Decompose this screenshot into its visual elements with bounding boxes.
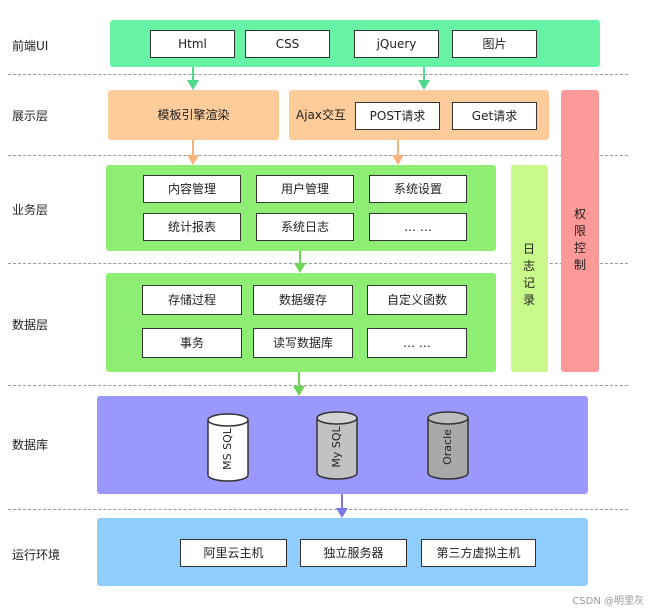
log-char: 录	[522, 293, 535, 307]
template-engine-panel	[108, 90, 279, 140]
log-char: 志	[522, 259, 535, 273]
frontend-images: 图片	[452, 30, 537, 58]
log-label: 日 志 记 录	[521, 241, 537, 309]
data-stored-procedure: 存储过程	[142, 285, 242, 315]
arrow-data-to-database	[293, 372, 305, 396]
arrow-frontend-to-template	[187, 67, 199, 90]
permission-label: 权 限 控 制	[572, 206, 588, 274]
separator-line	[8, 385, 628, 386]
frontend-html: Html	[150, 30, 235, 58]
business-more: … …	[369, 213, 467, 241]
runtime-third-party-vhost: 第三方虚拟主机	[421, 539, 536, 567]
row-label-database: 数据库	[12, 438, 49, 452]
template-engine-label: 模板引擎渲染	[157, 108, 230, 122]
log-char: 日	[522, 242, 535, 256]
row-label-data: 数据层	[12, 318, 49, 332]
post-request-box: POST请求	[355, 102, 440, 130]
row-label-business: 业务层	[12, 203, 49, 217]
business-system-settings: 系统设置	[369, 175, 467, 203]
data-read-write-db: 读写数据库	[253, 328, 353, 358]
get-request-box: Get请求	[452, 102, 537, 130]
arrow-database-to-runtime	[336, 494, 348, 518]
row-label-runtime: 运行环境	[12, 548, 61, 562]
watermark: CSDN @明里灰	[572, 596, 644, 607]
log-panel	[511, 165, 548, 372]
data-custom-function: 自定义函数	[367, 285, 467, 315]
runtime-aliyun-host: 阿里云主机	[180, 539, 287, 567]
permission-panel	[561, 90, 599, 372]
log-char: 记	[522, 276, 535, 290]
row-label-frontend: 前端UI	[12, 39, 49, 53]
database-panel	[97, 396, 588, 494]
separator-line	[8, 263, 628, 264]
ajax-label: Ajax交互	[296, 108, 346, 122]
permission-char: 控	[573, 241, 586, 255]
business-statistics-report: 统计报表	[143, 213, 241, 241]
frontend-jquery: jQuery	[354, 30, 439, 58]
runtime-dedicated-server: 独立服务器	[300, 539, 407, 567]
business-user-management: 用户管理	[256, 175, 354, 203]
permission-char: 限	[573, 224, 586, 238]
data-transaction: 事务	[142, 328, 242, 358]
row-label-presentation: 展示层	[12, 109, 49, 123]
separator-line	[8, 509, 628, 510]
arrow-ajax-to-business	[392, 140, 404, 165]
business-system-log: 系统日志	[256, 213, 354, 241]
permission-char: 权	[573, 207, 586, 221]
data-more: … …	[367, 328, 467, 358]
business-content-management: 内容管理	[143, 175, 241, 203]
data-cache: 数据缓存	[253, 285, 353, 315]
separator-line	[8, 74, 628, 75]
separator-line	[8, 155, 628, 156]
arrow-frontend-to-ajax	[418, 67, 430, 90]
arrow-business-to-data	[294, 251, 306, 273]
frontend-css: CSS	[245, 30, 330, 58]
arrow-template-to-business	[187, 140, 199, 165]
permission-char: 制	[573, 258, 586, 272]
